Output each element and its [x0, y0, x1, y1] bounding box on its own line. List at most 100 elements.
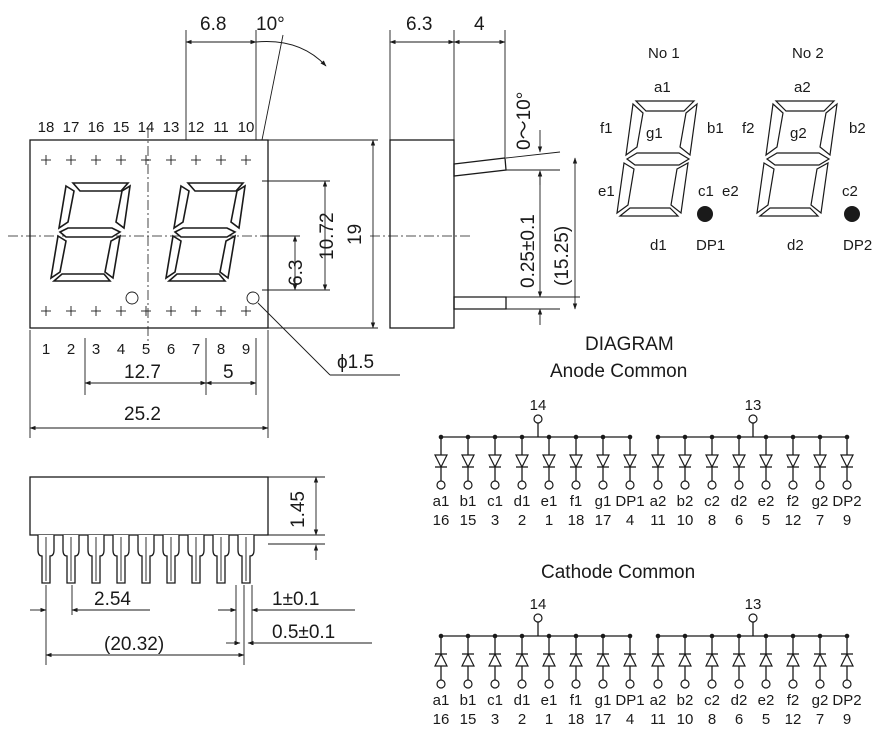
- pin-terminal: [490, 679, 500, 689]
- pin-number: 4: [626, 512, 634, 529]
- bottom-leads: [37, 535, 255, 584]
- pin-number: 10: [677, 512, 694, 529]
- led-diode: [651, 652, 665, 667]
- pin-number: 18: [568, 512, 585, 529]
- led-diode: [515, 454, 529, 469]
- segment-name: f1: [570, 493, 583, 510]
- segment-name: c2: [704, 692, 720, 709]
- dim-6-3-side: 6.3: [286, 260, 307, 286]
- segment-name: g2: [812, 692, 829, 709]
- pin-terminal: [598, 679, 608, 689]
- circuit-diagram: DIAGRAM Anode Common Cathode Common 14a1…: [433, 334, 862, 728]
- led-diode: [569, 652, 583, 667]
- pin-terminal: [463, 679, 473, 689]
- dp1-marker-front: [125, 291, 139, 305]
- dim-6-8: 6.8: [200, 14, 226, 35]
- top-pin-number: 11: [213, 119, 229, 136]
- pin-number: 4: [626, 711, 634, 728]
- label-dp1: DP1: [696, 237, 725, 254]
- segment-name: f1: [570, 692, 583, 709]
- led-diode: [488, 652, 502, 667]
- dp1-dot: [697, 206, 713, 222]
- bottom-pin-number: 3: [92, 341, 100, 358]
- cathode-common-title: Cathode Common: [541, 562, 695, 583]
- pin-number: 5: [762, 711, 770, 728]
- dim-12-7: 12.7: [124, 362, 161, 383]
- dim-2-54: 2.54: [94, 589, 131, 610]
- top-pin-number: 14: [138, 119, 155, 136]
- led-diode: [434, 652, 448, 667]
- cathode-common-network: 14a116b115c13d12e11f118g117DP1413a211b21…: [433, 596, 862, 728]
- pin-marks-bottom: [41, 306, 251, 316]
- dim-1-pm: 1±0.1: [272, 589, 319, 610]
- pin-number: 2: [518, 711, 526, 728]
- pin-number: 15: [460, 711, 477, 728]
- pin-number: 3: [491, 512, 499, 529]
- pin-number: 11: [650, 711, 666, 728]
- dim-20-32: (20.32): [104, 634, 164, 655]
- pin-terminal: [761, 480, 771, 490]
- led-diode: [596, 652, 610, 667]
- pin-number: 1: [545, 711, 553, 728]
- pin-number: 2: [518, 512, 526, 529]
- dim-5: 5: [223, 362, 234, 383]
- segment-name: d1: [514, 493, 531, 510]
- dim-15-25: (15.25): [552, 226, 573, 286]
- anode-common-title: Anode Common: [550, 361, 687, 382]
- pin-number: 12: [785, 512, 802, 529]
- dim-4: 4: [474, 14, 485, 35]
- upper-lead: [453, 157, 507, 177]
- pin-terminal: [436, 679, 446, 689]
- segment-digit-1: No 1 a1 b1 c1 d1 e1 f1 g1 DP1: [598, 45, 725, 254]
- pin-terminal: [625, 480, 635, 490]
- label-a1: a1: [654, 79, 671, 96]
- label-a2: a2: [794, 79, 811, 96]
- pin-number: 18: [568, 711, 585, 728]
- segment-name: b1: [460, 692, 477, 709]
- top-pin-number: 17: [63, 119, 80, 136]
- segment-name: b2: [677, 692, 694, 709]
- pin-terminal: [815, 679, 825, 689]
- common-terminal: [748, 613, 758, 623]
- segment-name: a1: [433, 493, 450, 510]
- dim-6-3-top: 6.3: [406, 14, 432, 35]
- pin-number: 15: [460, 512, 477, 529]
- dim-25-2: 25.2: [124, 404, 161, 425]
- segment-name: f2: [787, 692, 800, 709]
- segment-name: DP2: [832, 493, 861, 510]
- top-pin-number: 12: [188, 119, 205, 136]
- common-pin-label: 13: [745, 397, 762, 414]
- segment-name: d1: [514, 692, 531, 709]
- segment-name: DP2: [832, 692, 861, 709]
- pin-number: 17: [595, 711, 612, 728]
- led-diode: [569, 454, 583, 469]
- pin-terminal: [761, 679, 771, 689]
- segment-name: c1: [487, 692, 503, 709]
- dim-phi-1-5: ϕ1.5: [337, 352, 374, 373]
- pin-terminal: [625, 679, 635, 689]
- bottom-pin-number: 8: [217, 341, 225, 358]
- dim-angle-0-10: 0～10°: [514, 92, 535, 150]
- pin-terminal: [571, 480, 581, 490]
- dim-1-45: 1.45: [288, 491, 309, 528]
- top-pin-number: 15: [113, 119, 130, 136]
- pin-number: 8: [708, 512, 716, 529]
- pin-terminal: [842, 480, 852, 490]
- led-diode: [786, 454, 800, 469]
- pin-terminal: [788, 480, 798, 490]
- led-diode: [542, 652, 556, 667]
- pin-number: 9: [843, 711, 851, 728]
- top-pin-number: 10: [238, 119, 255, 136]
- led-diode: [840, 652, 854, 667]
- pin-number: 16: [433, 711, 450, 728]
- segment-name: a1: [433, 692, 450, 709]
- digit-1-outline: [49, 182, 132, 282]
- top-pin-number: 16: [88, 119, 105, 136]
- pin-number: 11: [650, 512, 666, 529]
- label-e1: e1: [598, 183, 615, 200]
- pin-number: 9: [843, 512, 851, 529]
- label-c2: c2: [842, 183, 858, 200]
- dim-0-25: 0.25±0.1: [518, 214, 539, 288]
